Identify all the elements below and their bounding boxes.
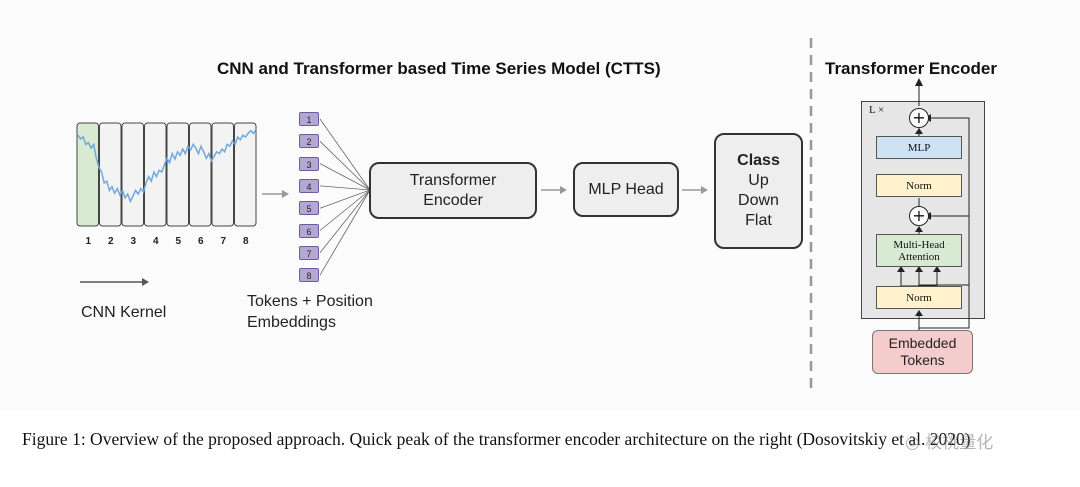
encoder-title: Transformer Encoder — [825, 59, 997, 78]
cnn-kernel-window — [234, 122, 257, 227]
token-7: 7 — [299, 245, 319, 260]
dashed-separator — [809, 38, 813, 388]
class-box: Class Up Down Flat — [714, 133, 803, 249]
series-to-tokens-arrow-icon — [262, 190, 289, 198]
token-connector-line — [319, 185, 371, 191]
mlp-head-box: MLP Head — [573, 162, 679, 217]
residual-add-top-icon: + — [909, 108, 929, 128]
time-series-line — [77, 129, 257, 204]
transformer-encoder-box: Transformer Encoder — [369, 162, 537, 219]
transformer-box-line1: Transformer — [409, 171, 497, 189]
tokens-label-line1: Tokens + Position — [247, 293, 373, 310]
kernel-number: 2 — [107, 236, 114, 247]
token-connector-line — [319, 189, 371, 276]
figure-caption: Figure 1: Overview of the proposed appro… — [22, 429, 971, 449]
cnn-kernel-window — [166, 122, 189, 227]
kernel-number: 3 — [130, 236, 137, 247]
token-connector-line — [319, 189, 371, 254]
cnn-kernel-window — [189, 122, 212, 227]
token-1: 1 — [299, 112, 319, 126]
kernel-number: 7 — [220, 236, 227, 247]
embedded-line1: Embedded — [888, 335, 957, 351]
cnn-kernel-window — [76, 122, 99, 227]
token-2: 2 — [299, 134, 319, 149]
class-flat: Flat — [745, 212, 772, 229]
encoder-norm-top-box: Norm — [876, 174, 962, 197]
mlp-to-class-arrow-icon — [682, 186, 708, 194]
time-series-chart — [76, 122, 257, 227]
encoder-to-mlp-arrow-icon — [541, 186, 567, 194]
class-up: Up — [748, 172, 769, 189]
mlp-head-label: MLP Head — [588, 180, 664, 198]
watermark-logo: ◎ 校桃量化 — [905, 433, 994, 453]
token-connector-line — [319, 118, 371, 191]
cnn-kernel-arrow-icon — [80, 278, 149, 286]
attention-line2: Attention — [898, 250, 940, 263]
token-connector-line — [319, 163, 371, 191]
kernel-number: 5 — [175, 236, 182, 247]
attention-line1: Multi-Head — [893, 238, 945, 251]
kernel-number: 1 — [85, 236, 92, 247]
kernel-number: 8 — [242, 236, 249, 247]
cnn-kernel-label: CNN Kernel — [81, 304, 167, 321]
cnn-kernel-window — [211, 122, 234, 227]
token-3: 3 — [299, 156, 319, 171]
embedded-tokens-box: Embedded Tokens — [872, 330, 973, 374]
kernel-number: 6 — [197, 236, 204, 247]
token-8: 8 — [299, 268, 319, 283]
token-6: 6 — [299, 223, 319, 238]
token-connector-line — [319, 141, 371, 191]
encoder-norm-bottom-box: Norm — [876, 286, 962, 309]
cnn-kernel-window — [99, 122, 122, 227]
tokens-label-line2: Embeddings — [247, 314, 336, 331]
class-down: Down — [738, 192, 779, 209]
transformer-box-line2: Encoder — [423, 191, 483, 209]
token-4: 4 — [299, 178, 319, 193]
token-connectors — [319, 118, 371, 276]
cnn-kernel-window — [121, 122, 144, 227]
main-title: CNN and Transformer based Time Series Mo… — [217, 59, 661, 78]
token-5: 5 — [299, 201, 319, 216]
kernel-number: 4 — [152, 236, 159, 247]
encoder-mlp-box: MLP — [876, 136, 962, 159]
class-title: Class — [737, 152, 780, 169]
token-connector-line — [319, 189, 371, 209]
embedded-line2: Tokens — [900, 352, 945, 368]
residual-add-bottom-icon: + — [909, 206, 929, 226]
token-connector-line — [319, 189, 371, 231]
layers-label: L × — [869, 104, 885, 116]
multi-head-attention-box: Multi-Head Attention — [876, 234, 962, 267]
